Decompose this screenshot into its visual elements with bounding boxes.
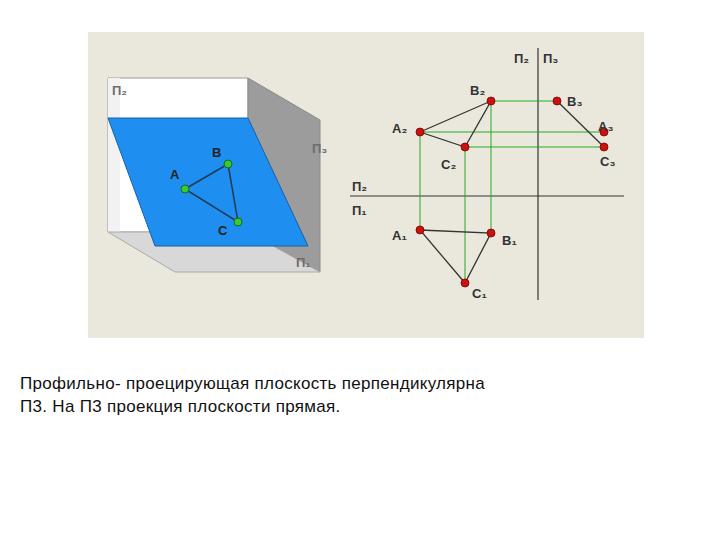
- panel: [88, 32, 644, 338]
- projection-points: [416, 97, 608, 287]
- plane-label: П₁: [296, 256, 311, 269]
- point-label: B₃: [567, 95, 582, 108]
- point-label: C: [218, 224, 227, 237]
- link-lines: [420, 101, 604, 283]
- point-label: A₁: [392, 229, 407, 242]
- profile-projecting-plane: [108, 118, 308, 246]
- point: [234, 218, 242, 226]
- point-label: C₁: [472, 287, 487, 300]
- axis: [350, 195, 624, 196]
- plane-label: П₃: [312, 142, 327, 155]
- plane-label: П₂: [112, 84, 127, 97]
- caption: Профильно- проецирующая плоскость перпен…: [20, 372, 500, 418]
- point-label: П₂: [514, 52, 529, 65]
- point-label: B₁: [502, 234, 517, 247]
- box-edge: [108, 78, 120, 232]
- point-label: B₂: [470, 84, 485, 97]
- point-label: П₂: [352, 180, 367, 193]
- point: [224, 160, 232, 168]
- point-label: П₁: [352, 204, 367, 217]
- point-label: A: [170, 168, 179, 181]
- point-label: П₃: [543, 52, 558, 65]
- projections: [420, 101, 604, 283]
- point-label: C₃: [600, 155, 615, 168]
- triangle: [185, 164, 238, 222]
- point-label: A₃: [598, 120, 613, 133]
- axis: [537, 48, 538, 300]
- point-label: B: [212, 146, 221, 159]
- point-label: A₂: [392, 122, 407, 135]
- point-label: C₂: [441, 158, 456, 171]
- point: [181, 185, 189, 193]
